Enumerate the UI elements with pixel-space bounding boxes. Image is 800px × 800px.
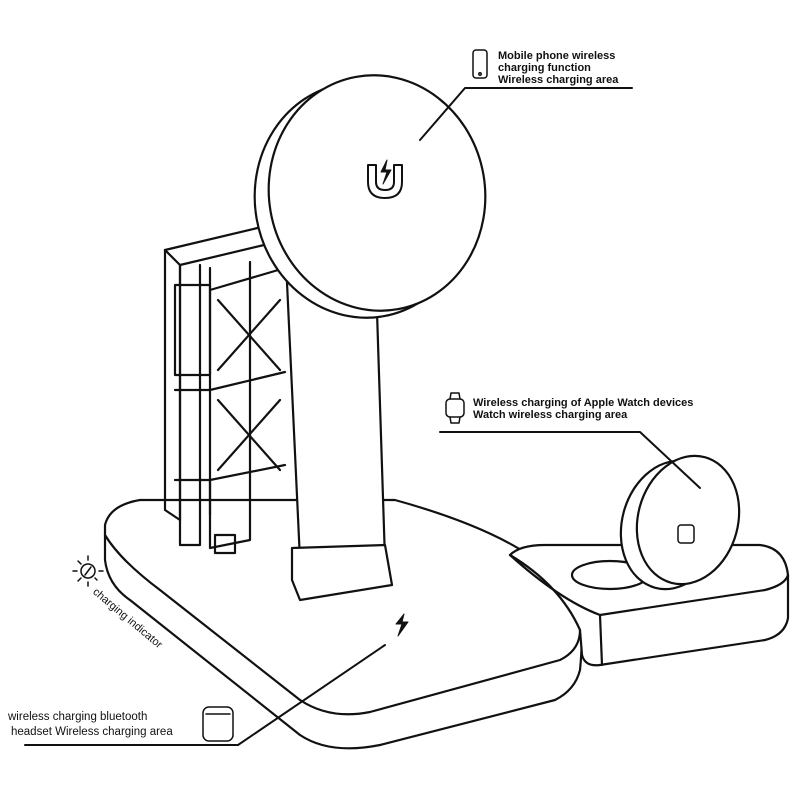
light-bulb-icon [72, 555, 104, 587]
label-line: Wireless charging area [498, 74, 619, 86]
watch-label: Wireless charging of Apple Watch devices… [473, 397, 693, 421]
label-line: headset Wireless charging area [11, 726, 173, 738]
earbuds-case-icon [202, 706, 234, 742]
headset-label: wireless charging bluetooth headset Wire… [8, 710, 173, 740]
label-line: wireless charging bluetooth [8, 711, 148, 723]
label-line: charging function [498, 62, 591, 74]
phone-charging-disc [253, 74, 487, 319]
label-line: Watch wireless charging area [473, 409, 628, 421]
lattice-tower [163, 223, 287, 555]
watch-charging-puck [619, 454, 741, 591]
lightning-icon [395, 613, 409, 637]
watch-icon [445, 392, 465, 424]
main-base [103, 498, 583, 750]
label-line: Mobile phone wireless [498, 50, 616, 62]
label-line: Wireless charging of Apple Watch devices [473, 397, 694, 409]
phone-label: Mobile phone wireless charging function … [498, 50, 618, 86]
phone-icon [472, 49, 488, 79]
watch-base [508, 543, 790, 667]
leader-lines [24, 87, 701, 746]
magnet-icon [367, 164, 403, 199]
lightning-icon [380, 159, 392, 185]
charging-post [283, 238, 394, 602]
